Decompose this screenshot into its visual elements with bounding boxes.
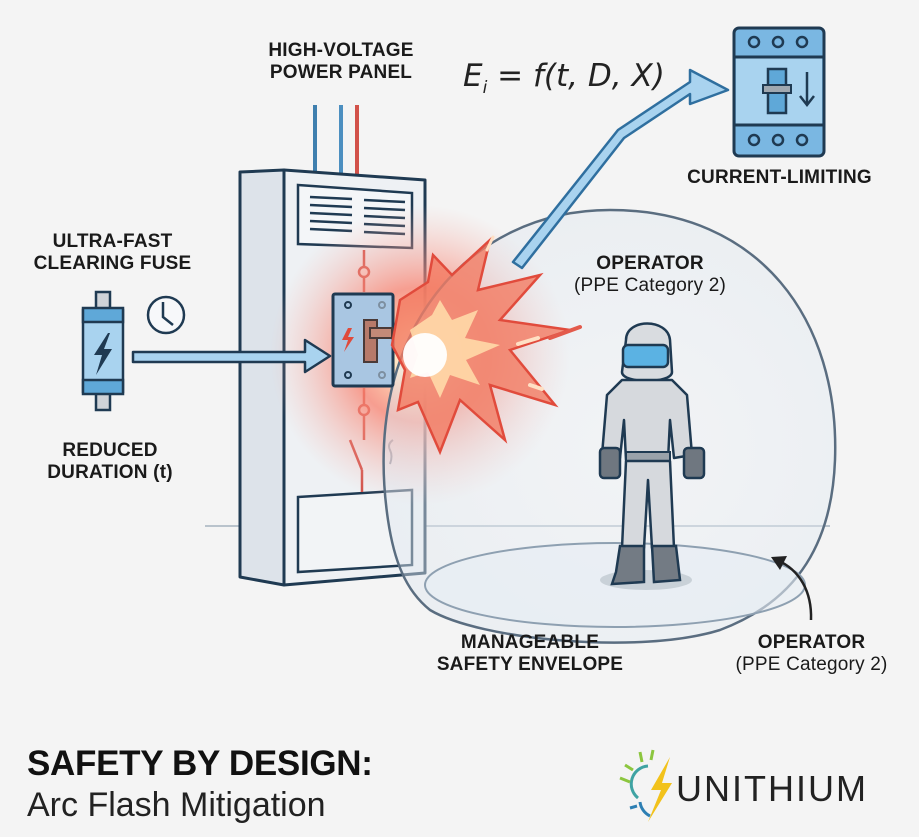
breaker-icon xyxy=(732,26,826,158)
envelope-label: MANAGEABLE SAFETY ENVELOPE xyxy=(420,632,640,677)
breaker-switch-icon xyxy=(331,292,395,388)
energy-formula: Ei = f(t, D, X) xyxy=(463,58,665,98)
duration-label-line1: REDUCED xyxy=(62,440,158,461)
clock-icon xyxy=(146,295,186,335)
operator-top-subtitle: (PPE Category 2) xyxy=(573,275,727,297)
unithium-logo-icon xyxy=(619,749,672,822)
duration-label: REDUCED DURATION (t) xyxy=(25,440,195,485)
footer-title: SAFETY BY DESIGN: xyxy=(27,744,373,783)
formula-rhs: = f(t, D, X) xyxy=(487,58,665,94)
supply-wires xyxy=(313,105,359,175)
fuse-to-panel-arrow xyxy=(131,338,332,374)
operator-label-top: OPERATOR (PPE Category 2) xyxy=(550,253,750,298)
formula-lhs: E xyxy=(463,58,483,94)
envelope-label-line2: SAFETY ENVELOPE xyxy=(436,654,624,676)
fuse-label-line1: ULTRA-FAST xyxy=(52,231,173,252)
fuse-icon xyxy=(81,290,125,412)
operator-pointer-arrow xyxy=(771,556,813,621)
panel-label: HIGH-VOLTAGE POWER PANEL xyxy=(246,40,436,85)
current-limiting-label: CURRENT-LIMITING xyxy=(687,167,872,188)
operator-ppe-icon xyxy=(598,322,706,590)
duration-label-line2: DURATION (t) xyxy=(47,462,173,484)
operator-bottom-subtitle: (PPE Category 2) xyxy=(735,654,888,676)
operator-bottom-title: OPERATOR xyxy=(757,632,866,653)
arc-flash-icon xyxy=(390,235,582,456)
operator-label-bottom: OPERATOR (PPE Category 2) xyxy=(714,632,909,677)
panel-label-line1: HIGH-VOLTAGE xyxy=(268,40,414,61)
envelope-label-line1: MANAGEABLE xyxy=(460,632,600,653)
fuse-label-line2: CLEARING FUSE xyxy=(33,253,192,275)
fuse-label: ULTRA-FAST CLEARING FUSE xyxy=(20,231,205,276)
brand-name: UNITHIUM xyxy=(676,768,868,809)
footer-subtitle: Arc Flash Mitigation xyxy=(27,786,326,824)
current-limiting-arrow xyxy=(511,68,730,270)
operator-top-title: OPERATOR xyxy=(596,253,704,274)
formula-subscript: i xyxy=(482,78,488,99)
panel-label-line2: POWER PANEL xyxy=(269,62,413,84)
